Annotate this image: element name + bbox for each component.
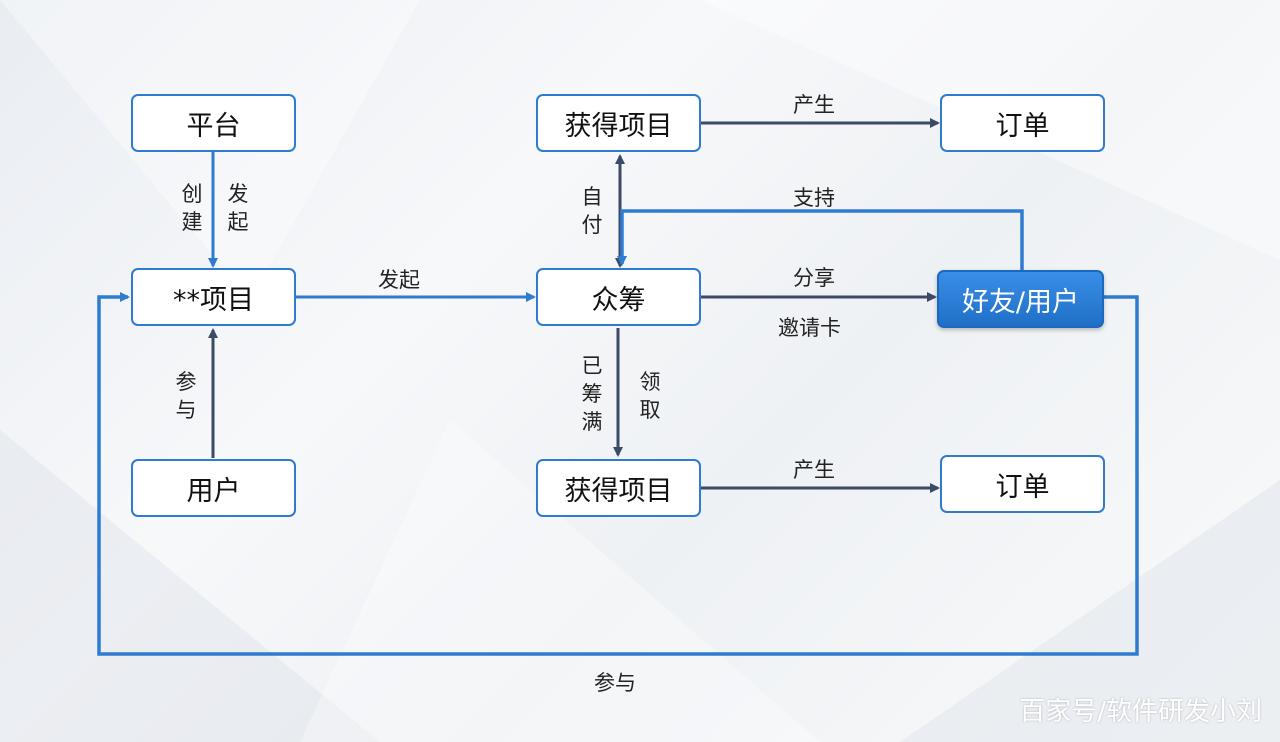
label-participate-user: 参与	[175, 370, 197, 422]
node-get-project-bottom-label: 获得项目	[564, 475, 673, 507]
label-self-pay: 自付	[581, 185, 603, 237]
edge-participate-loop	[97, 292, 1139, 656]
node-get-project-top: 获得项目	[536, 94, 701, 152]
node-user: 用户	[131, 459, 296, 517]
label-produce-top: 产生	[793, 93, 835, 117]
edge-support	[617, 209, 1024, 270]
node-friend-user-label: 好友/用户	[961, 286, 1080, 318]
label-full: 已筹满	[581, 354, 603, 434]
label-share: 分享	[793, 266, 835, 290]
node-order-top: 订单	[940, 94, 1105, 152]
label-produce-bottom: 产生	[793, 458, 835, 482]
label-invite-card: 邀请卡	[778, 316, 841, 340]
node-get-project-top-label: 获得项目	[564, 110, 673, 142]
node-user-label: 用户	[186, 475, 241, 507]
label-support: 支持	[793, 186, 835, 210]
label-initiate: 发起	[378, 268, 420, 292]
label-initiate-vertical: 发起	[227, 182, 249, 234]
watermark: 百家号/软件研发小刘	[1019, 697, 1262, 727]
label-participate-loop: 参与	[594, 671, 636, 695]
node-order-top-label: 订单	[995, 110, 1050, 142]
node-project-label: **项目	[173, 284, 254, 316]
node-crowdfunding-label: 众筹	[591, 284, 646, 316]
label-claim: 领取	[639, 370, 661, 422]
node-crowdfunding: 众筹	[536, 268, 701, 326]
node-order-bottom: 订单	[940, 455, 1105, 513]
node-get-project-bottom: 获得项目	[536, 459, 701, 517]
node-order-bottom-label: 订单	[995, 471, 1050, 503]
node-friend-user: 好友/用户	[937, 270, 1104, 328]
node-project: **项目	[131, 268, 296, 326]
node-platform-label: 平台	[186, 110, 241, 142]
node-platform: 平台	[131, 94, 296, 152]
label-create: 创建	[181, 182, 203, 234]
